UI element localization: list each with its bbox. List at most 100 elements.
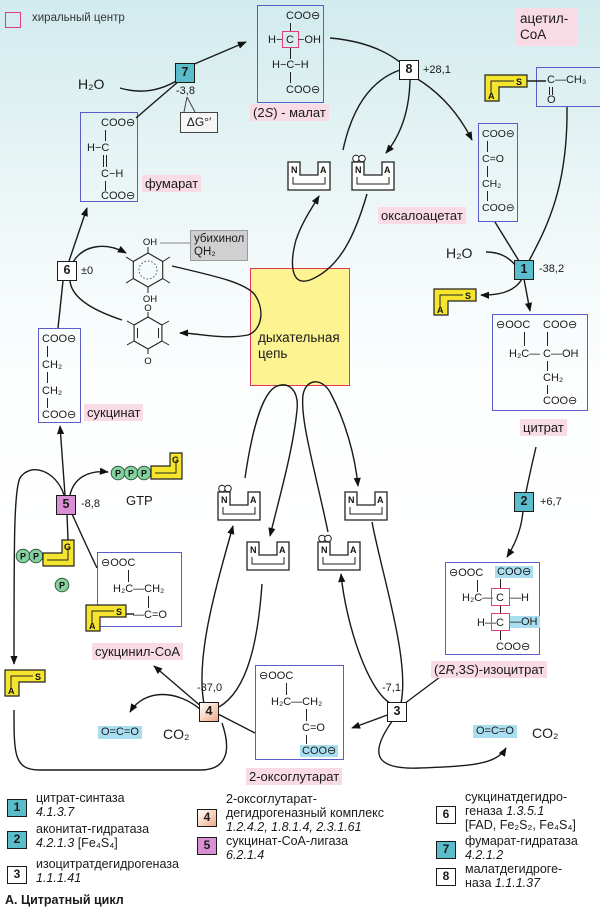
label-part: ,3 (454, 662, 466, 677)
phosphate-circle (110, 465, 126, 481)
water-label: H₂O (78, 76, 105, 92)
ubiquinone-structure: O O (126, 303, 170, 367)
arrow-step5-to-succinate (56, 425, 66, 496)
single-bond (547, 332, 548, 346)
ubiquinol-ring (132, 252, 164, 288)
legend-badge-4: 4 (197, 809, 217, 827)
legend-entry-succinate-dehydrogenase: сукцинатдегидро- геназа 1.3.5.1 [FAD, Fe… (465, 790, 576, 832)
arrow-nadh-respiratory-chain-nad-right (301, 381, 361, 533)
acetyl-coa-label: ацетил- CoA (515, 8, 577, 46)
hydrogen-dot (224, 484, 232, 493)
structure-atom: COO⊖ (543, 319, 578, 331)
nad-inner-line (322, 557, 356, 565)
coenzyme-a-released: S A (433, 288, 477, 316)
co2-structure: O=C=O (473, 725, 517, 738)
legend-entry-aconitase: аконитат-гидратаза 4.2.1.3 [Fe₄S₄] (36, 822, 149, 850)
structure-atom: H₂C—CH₂ (271, 696, 323, 708)
coa-sulfur-label: S (465, 291, 471, 301)
coa-sulfur-label: S (516, 77, 522, 87)
nad-reduced-top: N A (351, 154, 395, 191)
ec-number-line: 4.2.1.3 [Fe₄S₄] (36, 836, 149, 850)
inorganic-phosphate: P (54, 577, 70, 593)
single-bond (547, 361, 548, 371)
single-bond (290, 23, 291, 31)
oxo-label: O (144, 303, 151, 314)
label-part: ) - малат (273, 105, 326, 120)
hydrogen-dot (218, 484, 226, 493)
nad-reduced-lower-right: N A (317, 534, 361, 571)
nad-inner-line (292, 177, 326, 185)
arrow-water-to-step1 (485, 251, 517, 267)
delta-g-step-1: -38,2 (539, 263, 565, 275)
oxaloacetate-label: оксалоацетат (378, 207, 466, 224)
nad-inner-line (349, 507, 383, 515)
arrow-ubiquinol-respiratory-chain-ubiquinone (171, 265, 262, 338)
structure-atom: C (496, 617, 504, 629)
enzyme-name: цитрат-синтаза (36, 791, 125, 805)
guanosine-outline (150, 452, 183, 480)
arrow-oxaloacetate-to-step1 (494, 221, 520, 262)
phosphate-label: P (59, 581, 65, 591)
structure-atom-highlighted: COO⊖ (300, 745, 339, 757)
structure-atom: COO⊖ (482, 128, 515, 140)
stereo-descriptor: S (264, 105, 274, 120)
arrow-oxoglutarate-to-step4 (217, 713, 256, 734)
guanosine-shape: G (150, 452, 183, 480)
nad-shape (287, 161, 331, 191)
hydrogen-dot (318, 534, 326, 543)
nad-adenine-label: A (350, 545, 357, 555)
stereo-descriptor: S (465, 662, 475, 677)
delta-g-step-7: -3,8 (176, 85, 195, 97)
single-bond (547, 385, 548, 394)
single-bond (477, 580, 478, 592)
ec-number: 6.2.1.4 (226, 848, 265, 862)
arrow-step1-to-citrate (523, 278, 533, 312)
ec-number: 4.1.3.7 (36, 805, 75, 819)
structure-atom: CH₂ (42, 385, 63, 397)
nad-nicotinamide-label: N (291, 165, 298, 175)
arrow-step3-to-oxoglutarate (351, 713, 391, 729)
structure-atom: ⊖OOC (449, 567, 484, 579)
structure-atom-highlighted: —OH (510, 616, 540, 628)
structure-atom: −OH (298, 34, 321, 46)
arrow-nadh-respiratory-chain-nad-left (244, 384, 298, 537)
single-bond (47, 372, 48, 383)
coa-inner-line (10, 675, 33, 687)
single-bond (105, 181, 106, 191)
single-bond (524, 332, 525, 346)
ec-number-line: геназа 1.3.5.1 (465, 804, 576, 818)
delta-g-step-8: +28,1 (423, 64, 451, 76)
single-bond (47, 346, 48, 357)
fumarate-label: фумарат (142, 175, 202, 192)
enzyme-name: сукцинат-CoA-лигаза (226, 834, 349, 848)
delta-g-step-4: -37,0 (197, 682, 223, 694)
ubiquinone-ring (133, 316, 163, 350)
phosphate-label: P (128, 469, 134, 479)
structure-atom: H− (268, 34, 283, 46)
single-bond (306, 709, 307, 721)
legend-entry-malate-dehydrogenase: малатдегидроге- наза 1.1.1.37 (465, 862, 562, 890)
structure-atom: H₂C— (509, 348, 541, 360)
hydrogen-dot (352, 154, 360, 163)
succinyl-coa-structure: ⊖OOC H₂C—CH₂ —C=O (97, 552, 182, 627)
legend-entry-isocitrate-dehydrogenase: изоцитратдегидрогеназа 1.1.1.41 (36, 857, 179, 885)
callout-line: убихинол (194, 233, 245, 245)
nad-shape (351, 161, 395, 191)
phosphate-circle (123, 465, 139, 481)
phosphate-label: P (141, 469, 147, 479)
co2-structure: O=C=O (98, 726, 142, 739)
label-line: CoA (520, 27, 547, 42)
arrow-fumarate-to-step7 (135, 80, 180, 119)
aromatic-ring-circle (138, 260, 158, 280)
legend-badge-2: 2 (7, 831, 27, 849)
structure-atom: ⊖OOC (259, 670, 294, 682)
single-bond (290, 48, 291, 59)
nad-shape (217, 491, 261, 521)
arrow-succinate-to-step6 (57, 280, 64, 329)
respiratory-chain-box: дыхательная цепь (250, 268, 350, 386)
delta-g-step-2: +6,7 (540, 496, 562, 508)
arrow-acetyl-coa-to-step1 (528, 106, 568, 262)
phosphate-label: P (33, 552, 39, 562)
legend-badge-5: 5 (197, 837, 217, 855)
isocitrate-structure: ⊖OOC COO⊖ H₂C— C —H H— C —OH COO⊖ (445, 562, 540, 655)
